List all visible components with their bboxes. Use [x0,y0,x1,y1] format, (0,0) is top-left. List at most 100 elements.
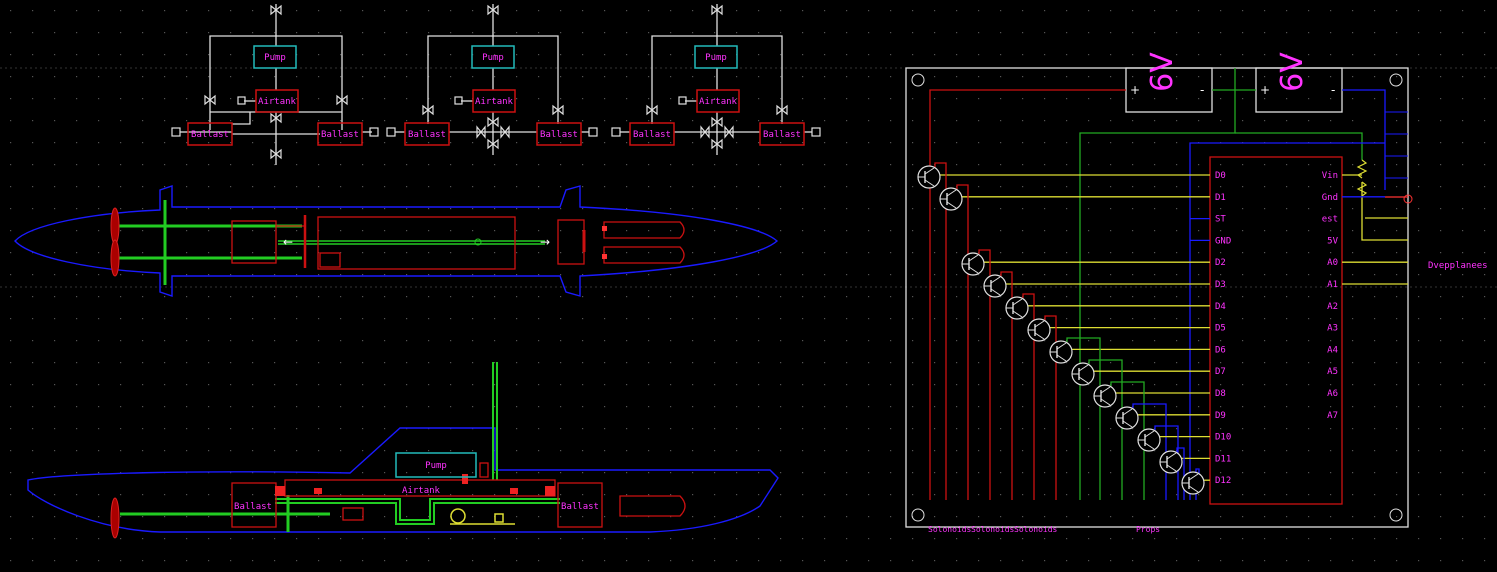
pin-label-a7: A7 [1327,411,1338,421]
transistor-icon [1137,428,1161,452]
submarine-top-view: ← → [14,185,779,297]
props-label: Props [1136,525,1160,534]
pin-label-d6: D6 [1215,345,1226,355]
airtank-label: Airtank [258,97,297,107]
pump-box [694,45,738,69]
pin-label-a3: A3 [1327,324,1338,334]
airtank-label: Airtank [699,97,738,107]
pin-label-5v: 5V [1327,236,1338,246]
diveplanes-label: Dvepplanees [1428,261,1488,271]
pump-box [395,452,477,478]
ballast-right-label: Ballast [763,130,801,140]
pin-label-st: ST [1215,215,1226,225]
pin-label-gnd: Gnd [1322,193,1338,203]
pump-box [253,45,297,69]
transistor-icon [983,274,1007,298]
transistor-icon [1159,450,1183,474]
battery-left-minus: - [1200,83,1204,97]
airtank-label: Airtank [402,486,441,496]
output-wire [1176,447,1185,500]
airtank-box [696,89,740,113]
pin-label-a5: A5 [1327,367,1338,377]
mount-hole [911,73,925,87]
pin-label-gnd: GND [1215,236,1231,246]
ballast-schematic: Pump Airtank Ballast Ballast [611,4,821,155]
pin-label-vin: Vin [1322,171,1338,181]
pin-label-a0: A0 [1327,258,1338,268]
transistor-icon [1027,318,1051,342]
battery-left-value: 6V [1145,52,1180,92]
pin-label-a4: A4 [1327,345,1338,355]
ballast-schematic: Pump Airtank Ballast Ballast [171,4,379,165]
ballast-left-box [404,122,450,146]
airtank-label: Airtank [475,97,514,107]
output-wire [1022,293,1035,500]
output-wire [1066,337,1101,500]
solonoids-label-2: Solonoids [971,525,1015,534]
pin-label-d4: D4 [1215,302,1226,312]
ballast-right-label: Ballast [540,130,578,140]
pin-label-est: est [1322,215,1338,225]
motor-assembly [450,508,515,525]
ballast-right-box [317,122,363,146]
ballast-right-box [759,122,805,146]
output-wire [1044,315,1057,500]
ballast-left-label: Ballast [408,130,446,140]
resistor [1356,181,1368,197]
pump-label: Pump [705,53,727,63]
pin-label-a1: A1 [1327,280,1338,290]
right-arrow-icon: → [540,235,550,249]
submarine-side-view: Pump Airtank Ballast Ballast [27,362,779,539]
pin-label-d7: D7 [1215,367,1226,377]
transistor-icon [1093,384,1117,408]
ballast-schematic: Pump Airtank Ballast Ballast [386,4,598,155]
pin-label-d10: D10 [1215,433,1231,443]
output-wire [1088,359,1123,500]
pin-label-d8: D8 [1215,389,1226,399]
pin-label-d1: D1 [1215,193,1226,203]
left-arrow-icon: ← [283,235,293,249]
circuit-board: + 6V - + 6V - D0D1STGNDD2D3D4D5D6D7D8D9D… [905,52,1488,534]
hull-outline [14,185,779,297]
ballast-right-label: Ballast [321,130,359,140]
pin-label-d12: D12 [1215,476,1231,486]
pin-label-d0: D0 [1215,171,1226,181]
output-wire [956,184,969,500]
solonoids-label-3: Solonoids [1014,525,1058,534]
output-wire [978,249,991,500]
ballast-left-label: Ballast [234,502,272,512]
pin-label-a6: A6 [1327,389,1338,399]
transistor-icon [1005,296,1029,320]
output-wire [1000,271,1013,500]
transistor-icon [1049,340,1073,364]
pin-label-d11: D11 [1215,454,1231,464]
pump-box [471,45,515,69]
pin-label-a2: A2 [1327,302,1338,312]
airtank-box [472,89,516,113]
pump-label: Pump [264,53,286,63]
microcontroller [1209,156,1343,505]
transistor-icon [1181,471,1205,495]
transistor-icon [1071,362,1095,386]
transistor-icon [1115,406,1139,430]
pump-label: Pump [425,461,447,471]
ballast-left-label: Ballast [633,130,671,140]
airtank-box [255,89,299,113]
transistor-icon [939,187,963,211]
pin-label-d2: D2 [1215,258,1226,268]
ballast-right-box [536,122,582,146]
transistor-icon [961,252,985,276]
ballast-left-label: Ballast [191,130,229,140]
ballast-left-box [629,122,675,146]
battery-right-plus: + [1260,83,1270,97]
pin-label-d5: D5 [1215,324,1226,334]
transistor-icon [917,165,941,189]
pump-label: Pump [482,53,504,63]
output-wire [934,162,947,500]
solonoids-label-1: Solonoids [928,525,972,534]
mount-hole [1389,73,1403,87]
mount-hole [1389,508,1403,522]
